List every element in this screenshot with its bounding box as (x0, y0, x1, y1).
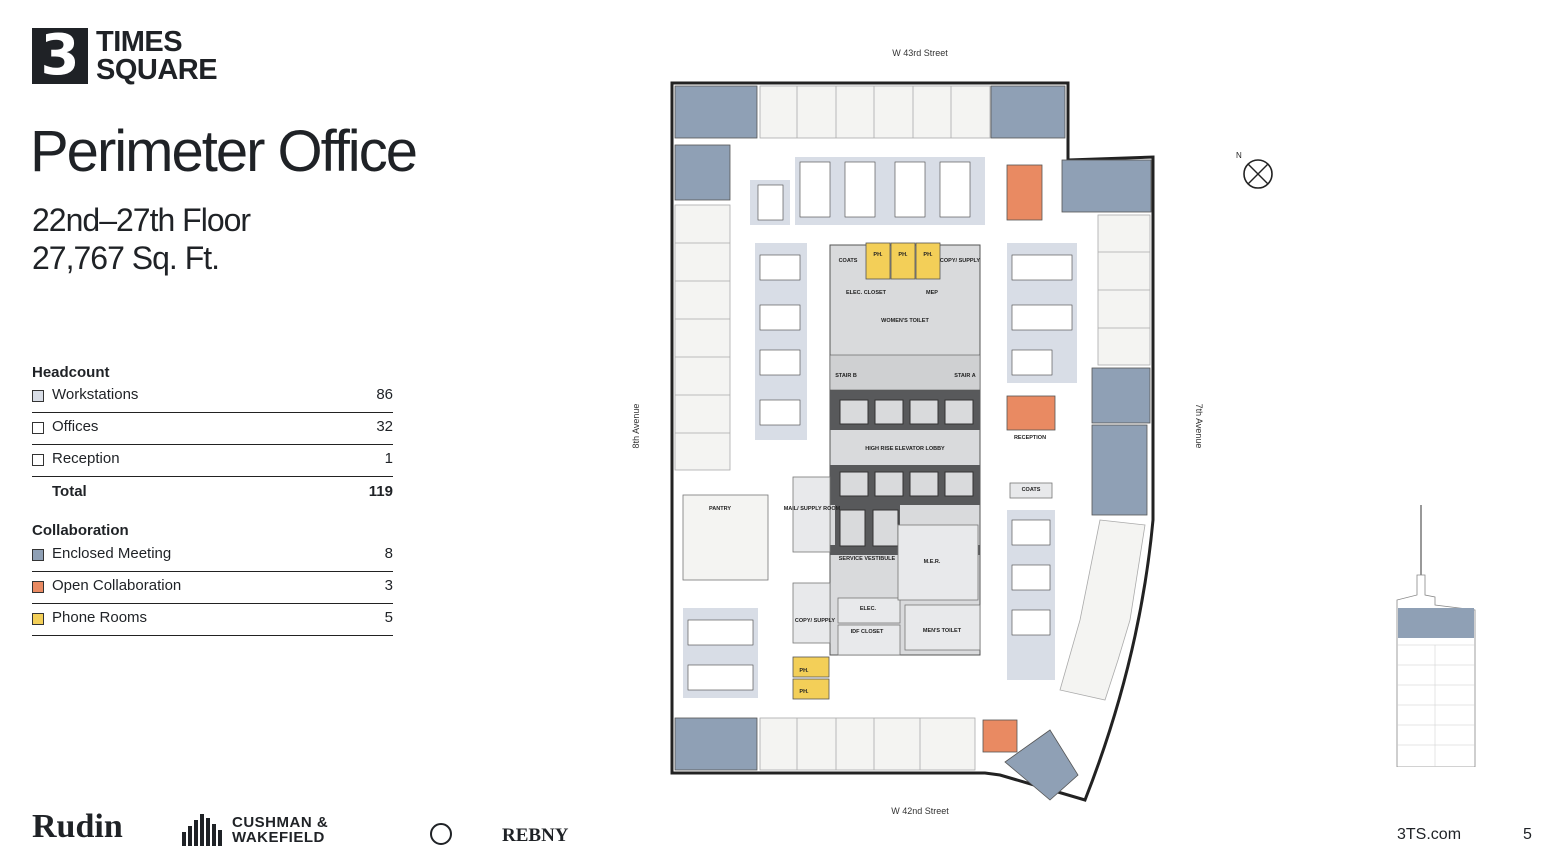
rebny-logo: REBNY (502, 825, 569, 846)
logo-word-1: TIMES (96, 26, 183, 58)
row-label: Open Collaboration (52, 577, 182, 594)
collab-row-phone-rooms: Phone Rooms 5 (32, 604, 393, 636)
swatch (32, 581, 44, 593)
swatch (32, 454, 44, 466)
label-service-vestibule: SERVICE VESTIBULE (839, 556, 896, 562)
label-idf-closet: IDF CLOSET (851, 629, 884, 635)
logo-mark: 3 (32, 28, 88, 84)
row-value: 32 (376, 418, 393, 435)
label-copy-supply: COPY/ SUPPLY (940, 258, 980, 264)
swatch (32, 390, 44, 402)
seal-icon (430, 823, 452, 845)
row-value: 5 (384, 609, 393, 626)
cw-line-1: CUSHMAN & (232, 814, 329, 831)
offices-north (759, 85, 991, 139)
headcount-heading: Headcount (32, 364, 110, 381)
row-value: 86 (376, 386, 393, 403)
open-collaboration-areas (982, 164, 1056, 753)
room-labels: COATS PH. PH. PH. COPY/ SUPPLY ELEC. CLO… (709, 252, 1046, 695)
row-label: Phone Rooms (52, 609, 148, 626)
row-label: Reception (52, 450, 120, 467)
label-mep: MEP (926, 290, 938, 296)
compass-icon: N (1236, 151, 1273, 189)
street-south: W 42nd Street (891, 806, 949, 816)
total-value: 119 (368, 483, 393, 500)
headcount-row-workstations: Workstations 86 (32, 381, 393, 413)
label-elec-closet: ELEC. CLOSET (846, 290, 887, 296)
label-phone: PH. (873, 252, 883, 258)
label-reception: RECEPTION (1014, 435, 1046, 441)
label-mer: M.E.R. (924, 559, 941, 565)
label-phone: PH. (799, 668, 809, 674)
row-value: 1 (384, 450, 393, 467)
total-label: Total (52, 483, 87, 500)
label-coats: COATS (839, 258, 858, 264)
headcount-row-offices: Offices 32 (32, 413, 393, 445)
tower-illustration-icon (1396, 505, 1476, 767)
collab-row-open-collaboration: Open Collaboration 3 (32, 572, 393, 604)
page-number: 5 (1523, 826, 1532, 843)
label-mens-toilet: MEN'S TOILET (923, 628, 962, 634)
label-copy-supply-2: COPY/ SUPPLY (795, 618, 835, 624)
cushman-wakefield-logo: CUSHMAN & WAKEFIELD (182, 812, 342, 846)
support-rooms (682, 476, 1053, 656)
offices-west (674, 204, 731, 471)
offices-east (1059, 214, 1151, 701)
swatch (32, 613, 44, 625)
floor-range: 22nd–27th Floor (32, 202, 251, 238)
compass-label: N (1236, 151, 1242, 160)
label-elevator-lobby: HIGH RISE ELEVATOR LOBBY (865, 446, 945, 452)
phone-rooms (792, 242, 941, 700)
label-stair-a: STAIR A (954, 373, 975, 379)
row-label: Workstations (52, 386, 139, 403)
street-east: 7th Avenue (1194, 404, 1204, 449)
label-phone: PH. (898, 252, 908, 258)
row-value: 8 (384, 545, 393, 562)
area: 27,767 Sq. Ft. (32, 240, 220, 276)
swatch (32, 422, 44, 434)
enclosed-meeting-rooms (674, 85, 1152, 801)
row-value: 3 (384, 577, 393, 594)
rudin-logo: Rudin (32, 808, 123, 845)
collaboration-heading: Collaboration (32, 522, 129, 539)
cw-line-2: WAKEFIELD (232, 829, 325, 846)
label-mail-supply: MAIL/ SUPPLY ROOM (784, 506, 841, 512)
workstation-desks (687, 161, 1073, 691)
logo-word-2: SQUARE (96, 54, 218, 86)
page-title: Perimeter Office (30, 119, 418, 184)
label-phone: PH. (923, 252, 933, 258)
logo: 3 TIMES SQUARE (32, 28, 262, 88)
row-label: Offices (52, 418, 99, 435)
label-stair-b: STAIR B (835, 373, 857, 379)
row-label: Enclosed Meeting (52, 545, 172, 562)
headcount-row-reception: Reception 1 (32, 445, 393, 477)
label-womens-toilet: WOMEN'S TOILET (881, 318, 929, 324)
swatch (32, 549, 44, 561)
website-link[interactable]: 3TS.com (1397, 826, 1462, 843)
offices-south (759, 717, 976, 771)
street-west: 8th Avenue (631, 404, 641, 449)
label-pantry: PANTRY (709, 506, 731, 512)
floor-plan: W 43rd Street W 42nd Street 8th Avenue 7… (631, 48, 1204, 816)
label-elec: ELEC. (860, 606, 877, 612)
label-coats-2: COATS (1022, 487, 1041, 493)
label-phone: PH. (799, 689, 809, 695)
headcount-total: Total 119 (32, 478, 393, 509)
collab-row-enclosed-meeting: Enclosed Meeting 8 (32, 540, 393, 572)
street-north: W 43rd Street (892, 48, 948, 58)
